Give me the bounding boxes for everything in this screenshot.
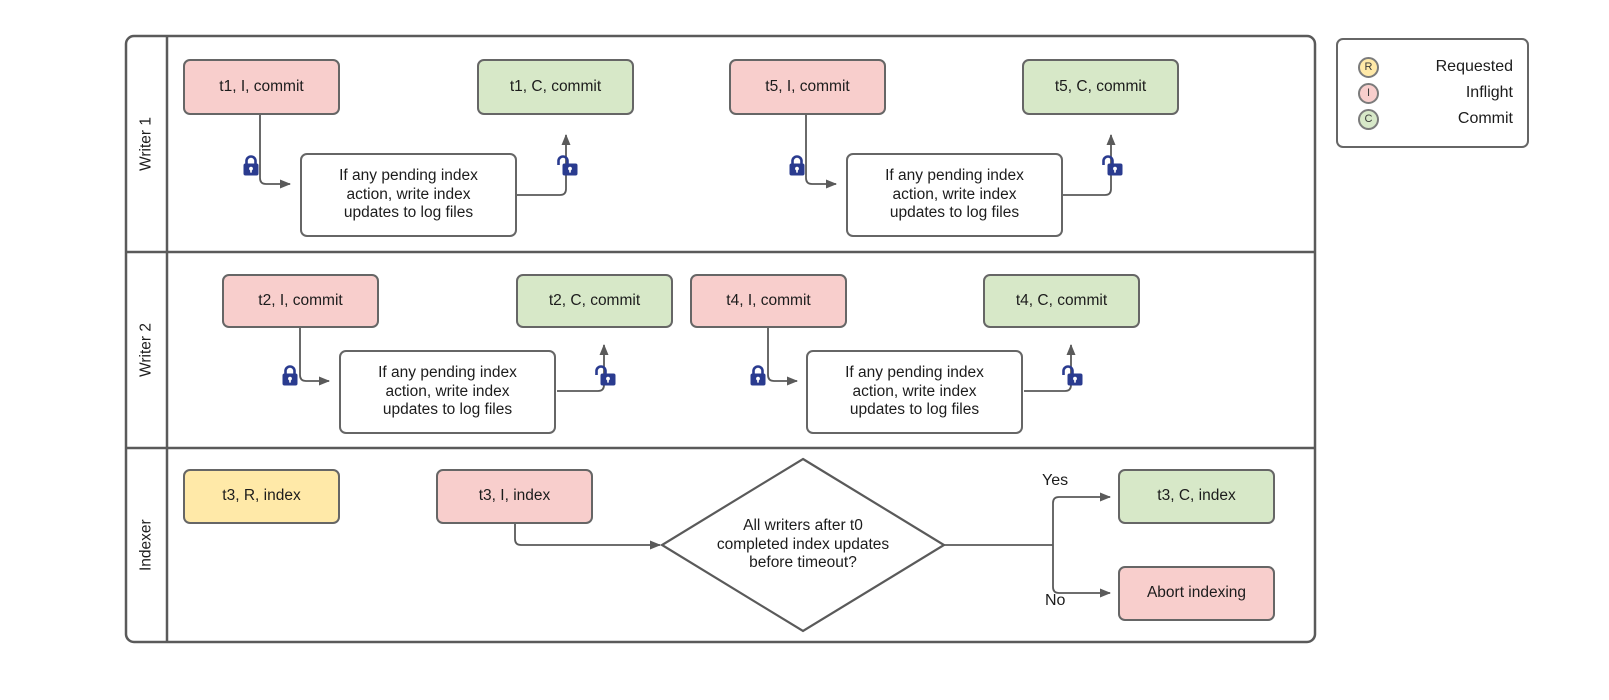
node-t3-requested[interactable]: t3, R, index (183, 469, 340, 524)
node-t3-commit[interactable]: t3, C, index (1118, 469, 1275, 524)
lock-closed-icon (240, 154, 262, 178)
node-abort-indexing[interactable]: Abort indexing (1118, 566, 1275, 621)
legend-label-requested: Requested (1435, 58, 1513, 75)
legend-item-requested: R Requested (1358, 54, 1513, 80)
requested-badge-icon: R (1358, 56, 1379, 78)
lock-open-icon (556, 154, 578, 178)
edge-label-no: No (1045, 592, 1066, 609)
lane-title-writer-2: Writer 2 (137, 323, 155, 377)
node-t2-commit[interactable]: t2, C, commit (516, 274, 673, 328)
node-t1-inflight[interactable]: t1, I, commit (183, 59, 340, 115)
lock-open-icon (1061, 364, 1083, 388)
legend-panel: R Requested I Inflight C Commit (1336, 38, 1529, 148)
node-t1-commit[interactable]: t1, C, commit (477, 59, 634, 115)
lock-closed-icon (279, 364, 301, 388)
node-t5-inflight[interactable]: t5, I, commit (729, 59, 886, 115)
legend-label-commit: Commit (1457, 110, 1513, 127)
commit-badge-icon: C (1358, 108, 1379, 130)
node-decision-label[interactable]: All writers after t0 completed index upd… (716, 516, 890, 572)
node-t4-inflight[interactable]: t4, I, commit (690, 274, 847, 328)
legend-item-commit: C Commit (1358, 106, 1513, 132)
legend-label-inflight: Inflight (1465, 84, 1513, 101)
node-t4-commit[interactable]: t4, C, commit (983, 274, 1140, 328)
inflight-badge-icon: I (1358, 82, 1379, 104)
node-t3-inflight[interactable]: t3, I, index (436, 469, 593, 524)
lock-open-icon (594, 364, 616, 388)
node-t1-index-write[interactable]: If any pending index action, write index… (300, 153, 517, 237)
node-t4-index-write[interactable]: If any pending index action, write index… (806, 350, 1023, 434)
lock-closed-icon (786, 154, 808, 178)
lock-closed-icon (747, 364, 769, 388)
node-t2-index-write[interactable]: If any pending index action, write index… (339, 350, 556, 434)
legend-item-inflight: I Inflight (1358, 80, 1513, 106)
lane-title-indexer: Indexer (137, 519, 155, 571)
lock-open-icon (1101, 154, 1123, 178)
node-t5-index-write[interactable]: If any pending index action, write index… (846, 153, 1063, 237)
node-t2-inflight[interactable]: t2, I, commit (222, 274, 379, 328)
lane-title-writer-1: Writer 1 (137, 117, 155, 171)
node-t5-commit[interactable]: t5, C, commit (1022, 59, 1179, 115)
edge-label-yes: Yes (1042, 472, 1069, 489)
